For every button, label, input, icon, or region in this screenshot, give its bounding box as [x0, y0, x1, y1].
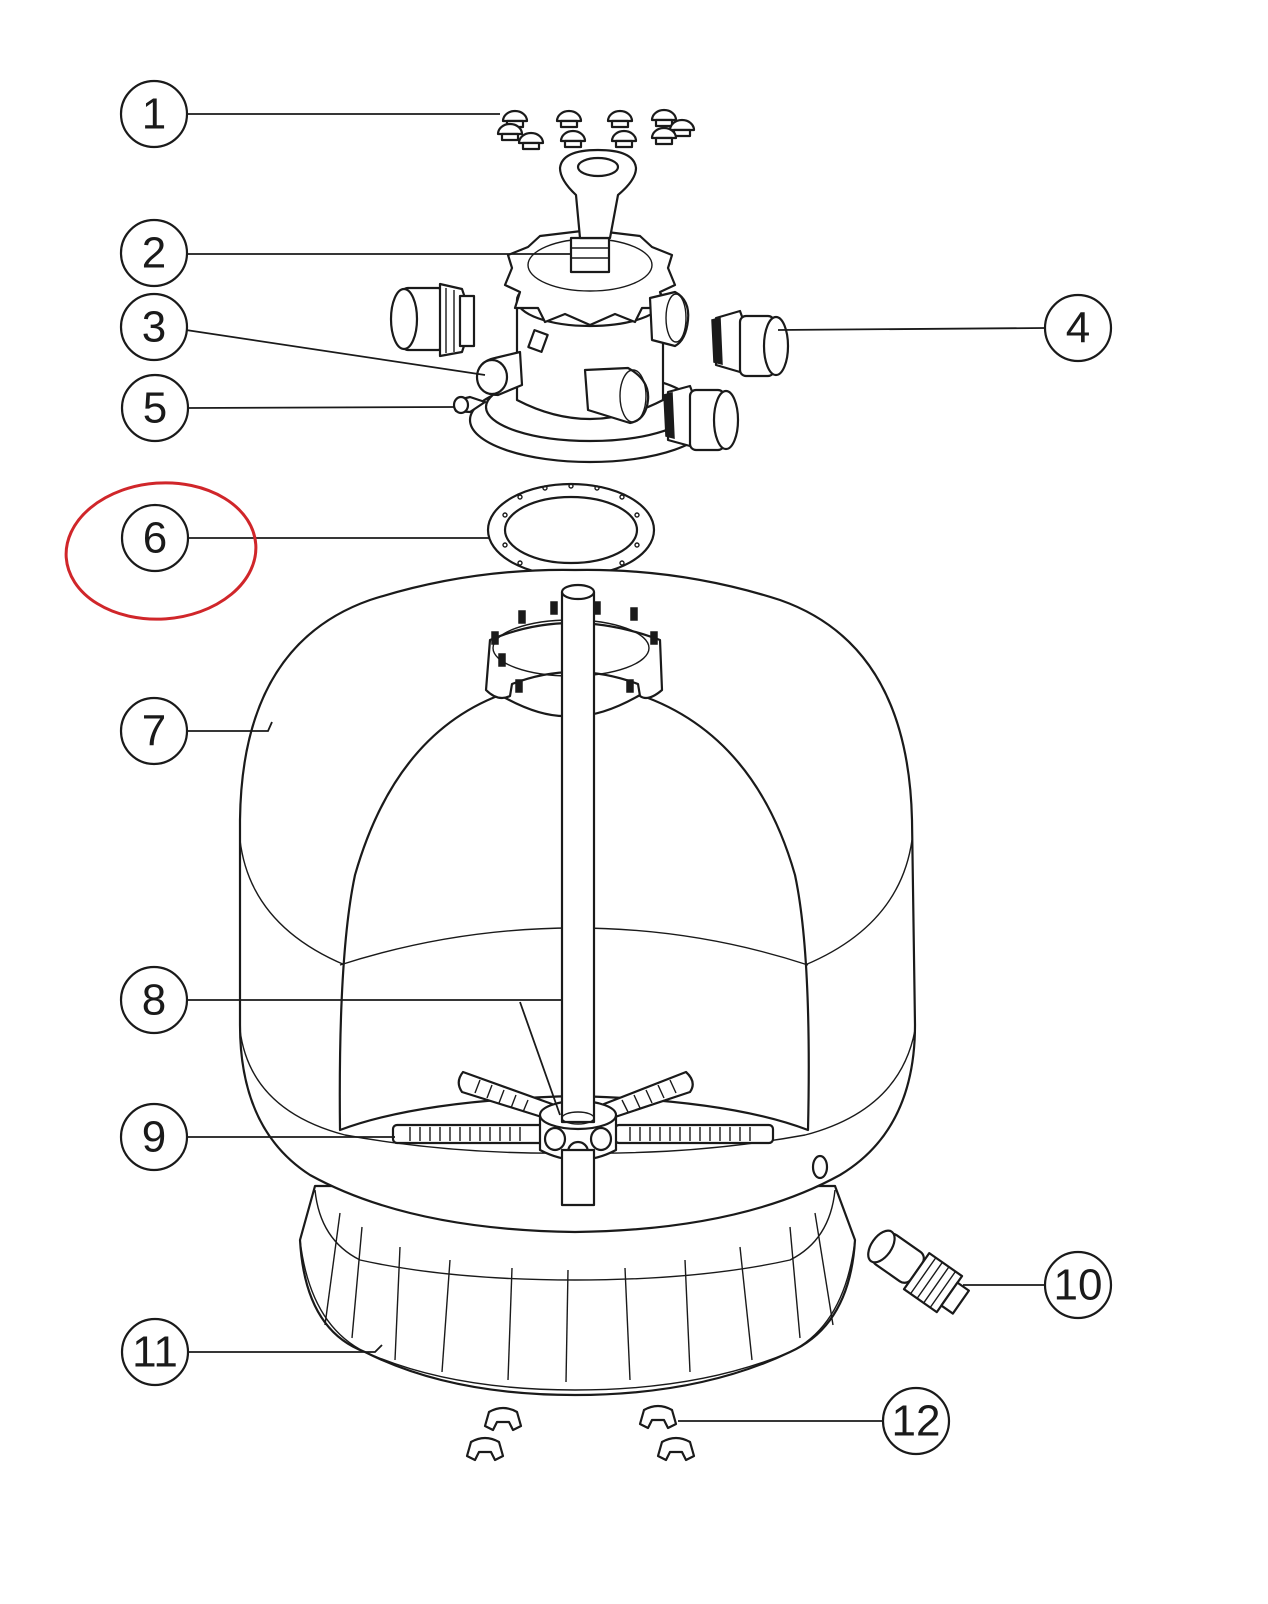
callout-5: 5 — [120, 373, 190, 443]
part-4-union-fittings — [389, 282, 790, 452]
part-11-base — [298, 1184, 857, 1397]
callout-label: 12 — [892, 1397, 941, 1446]
part-12-clips — [465, 1404, 696, 1462]
callout-3: 3 — [119, 292, 189, 362]
callout-label: 11 — [132, 1328, 178, 1377]
callout-1: 1 — [119, 79, 189, 149]
part-1-screw-caps — [496, 108, 696, 151]
callout-label: 4 — [1066, 304, 1090, 353]
callout-8: 8 — [119, 965, 189, 1035]
callout-label: 1 — [142, 90, 166, 139]
callout-11: 11 — [120, 1317, 190, 1387]
callout-6: 6 — [120, 503, 190, 573]
callout-2: 2 — [119, 218, 189, 288]
callout-9: 9 — [119, 1102, 189, 1172]
callout-label: 10 — [1054, 1261, 1103, 1310]
part-3-pressure-port — [475, 329, 549, 397]
part-9-laterals — [391, 1070, 775, 1164]
callout-label: 6 — [143, 514, 167, 563]
callout-label: 2 — [142, 229, 166, 278]
callout-6-highlight-ellipse — [64, 481, 258, 621]
callout-label: 3 — [142, 303, 166, 352]
callout-label: 9 — [142, 1113, 166, 1162]
callout-4: 4 — [1043, 293, 1113, 363]
callout-12: 12 — [881, 1386, 951, 1456]
callout-10: 10 — [1043, 1250, 1113, 1320]
part-10-drain-valve — [867, 1229, 971, 1315]
callout-7: 7 — [119, 696, 189, 766]
leader-lines — [185, 113, 1046, 1422]
part-8-central-pipe — [560, 583, 596, 1207]
part-2-multiport-valve — [468, 148, 712, 464]
callout-label: 7 — [142, 707, 166, 756]
callout-label: 8 — [142, 976, 166, 1025]
part-6-gasket — [486, 482, 656, 578]
callout-label: 5 — [143, 384, 167, 433]
